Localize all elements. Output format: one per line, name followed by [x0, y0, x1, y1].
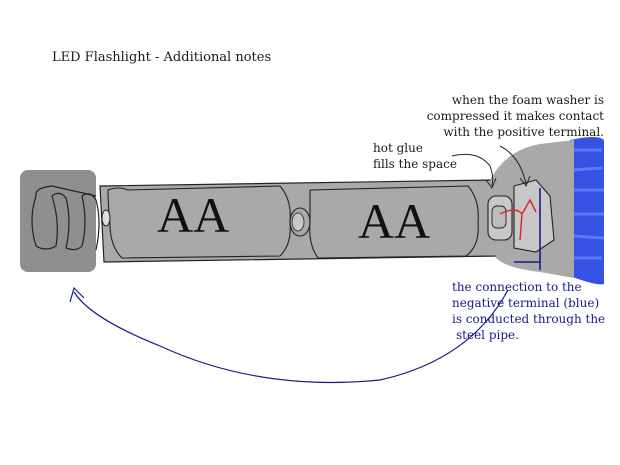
- return-arrowhead: [69, 286, 85, 303]
- wire-blue: [514, 188, 541, 270]
- battery-1-end: [101, 209, 111, 227]
- hot-glue-note: hot glue fills the space: [373, 140, 457, 172]
- hot-glue-note-line: hot glue: [373, 141, 423, 155]
- spring: [31, 185, 100, 251]
- connection-note-line: negative terminal (blue): [452, 296, 600, 310]
- foam-washer-note-line: compressed it makes contact: [426, 109, 604, 123]
- connection-note-line: the connection to the: [452, 280, 582, 294]
- led-glow: [570, 137, 604, 285]
- battery-2-label: AA: [358, 193, 431, 249]
- hot-glue-arrowhead: [485, 177, 497, 190]
- hot-glue-note-line: fills the space: [373, 157, 457, 171]
- page-title: LED Flashlight - Additional notes: [52, 50, 272, 65]
- wire-red: [499, 198, 537, 241]
- end-cap: [20, 170, 96, 272]
- connection-note-line: steel pipe.: [456, 328, 519, 342]
- foam-washer-pointer: [499, 145, 527, 185]
- hot-glue-pointer: [451, 153, 494, 187]
- connection-note: the connection to the negative terminal …: [452, 279, 605, 343]
- battery-1-label: AA: [157, 187, 230, 243]
- contact-plate: [491, 205, 507, 229]
- return-arrow: [73, 289, 509, 384]
- led-board: [513, 179, 555, 253]
- foam-washer-note: when the foam washer is compressed it ma…: [427, 92, 604, 140]
- foam-washer-note-line: with the positive terminal.: [443, 125, 604, 139]
- foam-washer-note-line: when the foam washer is: [451, 93, 604, 107]
- foam-washer-arrowhead: [519, 175, 531, 188]
- connection-note-line: is conducted through the: [452, 312, 606, 326]
- battery-terminal-inner: [291, 212, 305, 232]
- battery-2-outline: [309, 185, 479, 259]
- led-glow-streaks: [571, 148, 605, 260]
